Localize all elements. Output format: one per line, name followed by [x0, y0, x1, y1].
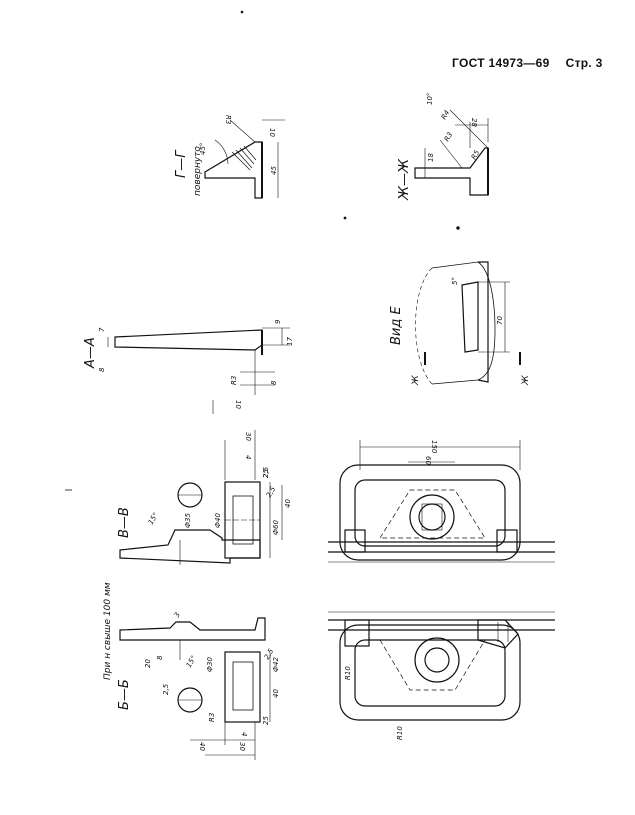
note-text: При н свыше 100 мм: [103, 582, 113, 680]
page-number: Стр. 3: [565, 56, 603, 70]
dim-a-a-6: 10: [234, 400, 242, 409]
title-b-b: Б—Б: [117, 679, 132, 710]
dim-v-v-4: 4: [244, 455, 252, 459]
dim-zh-0: 10°: [426, 93, 434, 105]
dim-g-g-1: 10: [268, 128, 276, 137]
dim-a-a-2: 9: [274, 319, 282, 324]
dim-v-v-8: 2,5: [265, 485, 278, 499]
dim-zh-1: 28: [470, 118, 478, 127]
dim-b-b-3: 15°: [185, 654, 198, 669]
title-a-a: А—А: [83, 337, 98, 369]
dim-b-b-5: Ф42: [272, 657, 280, 672]
dim-b-b-8: 25: [262, 716, 270, 725]
dim-g-g-3: 45: [270, 166, 278, 175]
dim-v-v-7: 40: [284, 499, 292, 508]
dim-vid-e-0: 5°: [451, 277, 459, 285]
dim-b-b-4: Ф30: [206, 657, 214, 672]
marker-zh-right: Ж: [521, 375, 531, 386]
title-g-g: Г—Г: [174, 149, 189, 178]
page-header: ГОСТ 14973—69 Стр. 3: [452, 56, 603, 70]
standard-number: ГОСТ 14973—69: [452, 56, 550, 70]
section-v-v: [119, 430, 283, 565]
dim-v-v-2: Ф40: [214, 513, 222, 528]
plan-view-left: [328, 611, 555, 721]
dim-plan-left-0: R10: [344, 666, 352, 680]
dim-b-b-10: 40: [198, 742, 206, 751]
dim-v-v-0: 15°: [147, 511, 160, 526]
dim-v-v-9: 25: [262, 469, 270, 478]
dim-a-a-4: R3: [230, 376, 238, 385]
dim-v-v-5: 2,5: [262, 466, 270, 478]
dim-b-b-11: 30: [238, 742, 246, 751]
dim-b-b-6: 40: [272, 689, 280, 698]
dim-zh-5: 18: [427, 153, 435, 162]
dim-b-b-1: 20: [144, 659, 152, 668]
dim-vid-e-1: 70: [496, 316, 504, 325]
dim-b-b-7: R3: [208, 713, 216, 722]
dim-zh-2: R4: [440, 109, 452, 121]
dim-plan-right-1: 60: [424, 456, 432, 465]
view-e: [415, 261, 521, 385]
section-zh-zh: [414, 109, 489, 196]
section-g-g: [204, 119, 285, 199]
dim-plan-right-0: 150: [430, 440, 438, 454]
subtitle-g-g: повернуто: [193, 146, 203, 196]
dim-a-a-3: 17: [286, 337, 294, 346]
dim-zh-4: R5: [470, 148, 482, 161]
plan-view-right: [328, 440, 555, 563]
dim-b-b-12: 2,5: [162, 683, 170, 695]
dim-b-b-9: 4: [240, 732, 248, 736]
section-a-a: [107, 327, 290, 414]
dim-g-g-0: R3: [224, 115, 232, 124]
dim-g-g-2: 45°: [199, 143, 207, 155]
dim-b-b-0: 3: [173, 611, 182, 619]
title-v-v: В—В: [117, 507, 132, 538]
dim-a-a-0: 7: [98, 327, 106, 332]
dim-v-v-6: Ф60: [272, 520, 280, 535]
marker-zh-left: Ж: [411, 375, 421, 386]
title-vid-e: Вид Е: [389, 306, 404, 345]
section-b-b: [119, 617, 271, 760]
dim-b-b-2: 8: [156, 655, 164, 660]
dim-v-v-3: 30: [244, 432, 252, 441]
dim-plan-left-1: R10: [396, 726, 404, 740]
title-zh-zh: Ж—Ж: [397, 158, 412, 201]
dim-a-a-5: 8: [270, 380, 278, 385]
dim-zh-3: R3: [443, 131, 455, 143]
dim-v-v-1: Ф35: [184, 513, 192, 528]
dim-a-a-1: 8: [98, 367, 106, 372]
